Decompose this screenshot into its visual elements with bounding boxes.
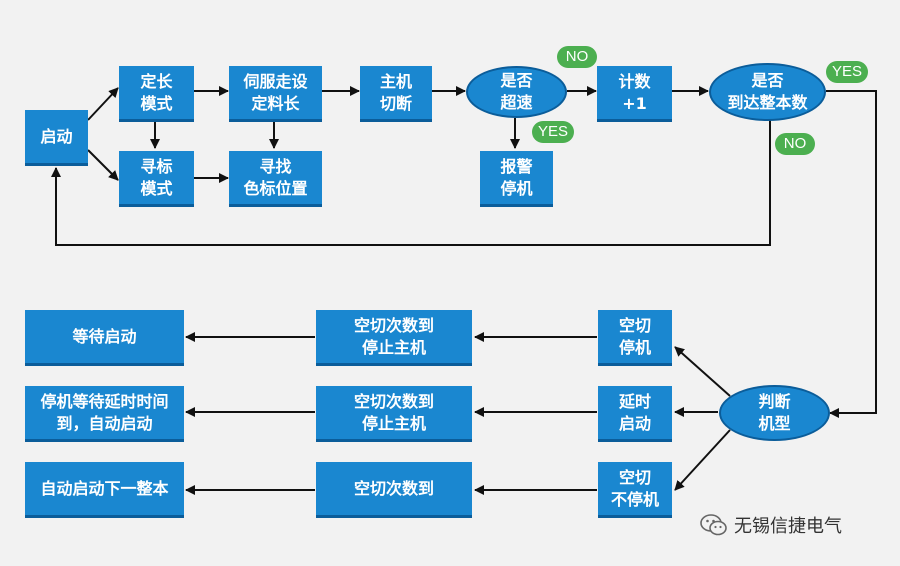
node-stop-wait-delay: 停机等待延时时间 到，自动启动 [25,386,184,442]
brand-name: 无锡信捷电气 [734,516,842,537]
tag-yes-overspeed: YES [532,121,574,143]
node-alarm-stop: 报警 停机 [480,151,553,207]
brand-watermark: 无锡信捷电气 [700,510,890,540]
arrow-full-yes-judge [826,90,877,418]
node-mark-mode: 寻标 模式 [119,151,194,207]
arrow-judge-nostop [674,429,731,491]
tag-no-overspeed: NO [557,46,597,68]
node-idle-count-3: 空切次数到 [316,462,472,518]
arrow-start-fixed [87,87,119,121]
wechat-icon [700,514,727,536]
node-judge-type: 判断 机型 [719,385,830,441]
node-fixed-length-mode: 定长 模式 [119,66,194,122]
node-delay-start: 延时 启动 [598,386,672,442]
arrow-judge-idlestop [674,346,731,397]
tag-yes-full: YES [826,61,868,83]
node-auto-next: 自动启动下一整本 [25,462,184,518]
node-overspeed-decision: 是否 超速 [466,66,567,118]
node-count-plus-one: 计数 +1 [597,66,672,122]
arrow-full-no-loop [51,120,771,246]
node-full-count-decision: 是否 到达整本数 [709,63,826,121]
node-start: 启动 [25,110,88,166]
node-find-mark: 寻找 色标位置 [229,151,322,207]
node-servo-set-length: 伺服走设 定料长 [229,66,322,122]
tag-no-full: NO [775,133,815,155]
node-idle-no-stop: 空切 不停机 [598,462,672,518]
node-idle-count-stop-2: 空切次数到 停止主机 [316,386,472,442]
arrow-start-mark [87,149,119,181]
node-main-cut: 主机 切断 [360,66,432,122]
node-wait-start: 等待启动 [25,310,184,366]
node-idle-stop: 空切 停机 [598,310,672,366]
node-idle-count-stop-1: 空切次数到 停止主机 [316,310,472,366]
